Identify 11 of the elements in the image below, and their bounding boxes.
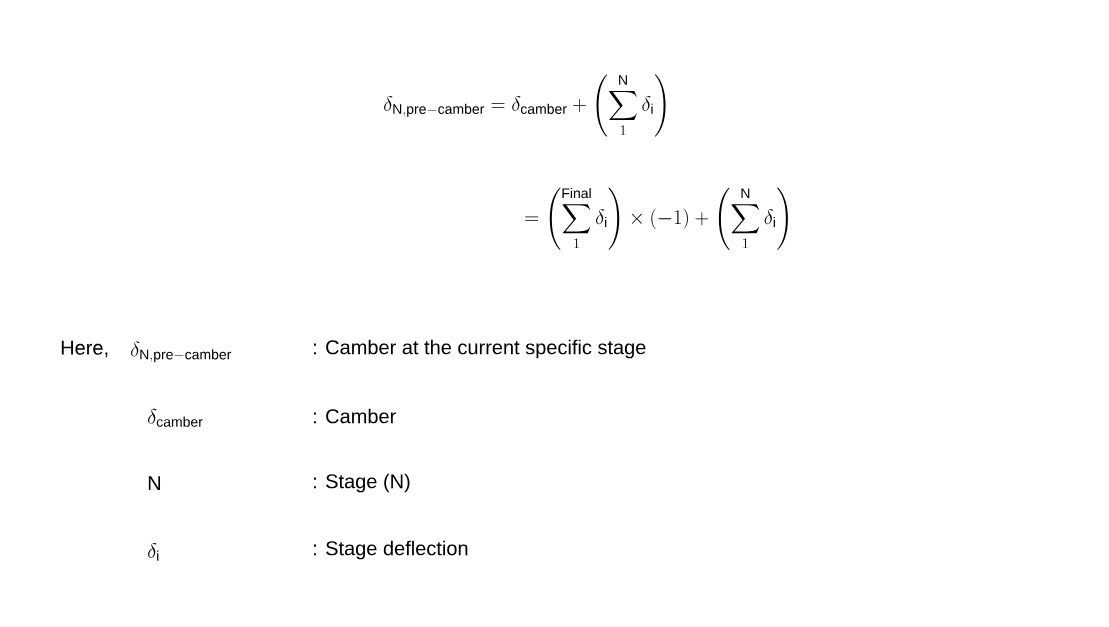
equation: $\delta_{\mathrm{N,pre-camber}} = \delta_{\mathrm{camber}} + \left(\sum_{1}^{\mathrm{N}}\delta_{\mathrm{i}}\right)$ (384, 74, 666, 137)
text: Here, (61, 340, 108, 358)
equation: $= \left(\sum_{1}^{\mathrm{Final}}\delta_{\mathrm{i}}\right)\times(-1)+\left(\sum_{1}^{\mathrm{N}}\delta_{\mathrm{i}}\right)$ (525, 187, 788, 250)
definition: : Stage (N) (314, 473, 410, 493)
symbol: $\delta_{\mathrm{camber}}$ (148, 408, 203, 427)
definition: : Camber at the current specific stage (314, 339, 646, 359)
definition: : Stage deflection (314, 540, 468, 560)
symbol: $\delta_{\mathrm{i}}$ (148, 542, 159, 561)
symbol: $\delta_{\mathrm{N,pre-camber}}$ (131, 341, 232, 363)
symbol: N (148, 476, 160, 490)
definition: : Camber (314, 408, 396, 424)
